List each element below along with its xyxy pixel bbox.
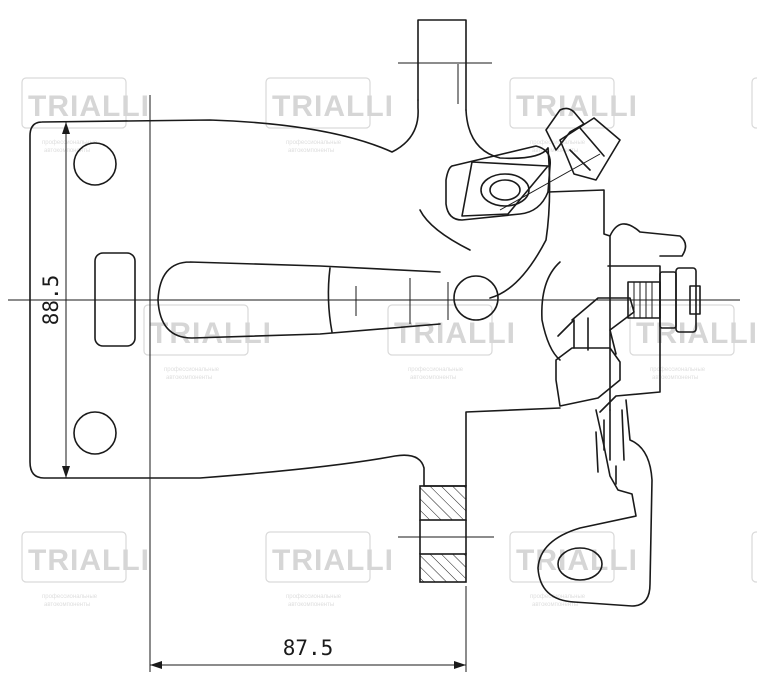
height-dimension-label: 88.5	[39, 275, 63, 326]
watermark-logo: TRIALLI профессиональные автокомпоненты	[21, 531, 150, 608]
handbrake-lever-inner	[609, 409, 625, 485]
slider-arm-inner	[327, 267, 333, 333]
svg-text:TRIALLI: TRIALLI	[272, 544, 394, 577]
lower-mounting-hole	[73, 411, 117, 455]
svg-text:профессиональные: профессиональные	[650, 367, 706, 373]
bleed-wedge	[461, 161, 549, 217]
right-housing-bridge	[599, 265, 661, 413]
adjuster-stud	[689, 285, 701, 315]
lever-clamp	[555, 297, 635, 407]
watermark-logo: TRIALLI профессиональные автокомпоненты	[509, 77, 638, 154]
svg-text:профессиональные: профессиональные	[164, 367, 220, 373]
rectangular-slot	[94, 252, 136, 347]
svg-text:автокомпоненты: автокомпоненты	[166, 375, 212, 381]
svg-text:автокомпоненты: автокомпоненты	[652, 375, 698, 381]
bleed-axis	[499, 153, 601, 211]
svg-text:профессиональные: профессиональные	[530, 594, 586, 600]
svg-text:TRIALLI: TRIALLI	[28, 90, 150, 123]
bleed-port-outer	[480, 173, 530, 207]
svg-text:профессиональные: профессиональные	[42, 140, 98, 146]
right-housing	[547, 189, 687, 411]
inner-lower-curve	[541, 261, 561, 361]
bleed-nipple	[545, 107, 585, 151]
watermark-logo: TRIALLI профессиональные автокомпоненты	[21, 77, 150, 154]
height-arrow-top	[62, 122, 70, 134]
svg-text:автокомпоненты: автокомпоненты	[288, 148, 334, 154]
watermark-logo: TRIALLI	[751, 77, 757, 129]
height-dimension: 88.5	[39, 122, 70, 478]
height-arrow-bottom	[62, 466, 70, 478]
width-arrow-left	[150, 661, 162, 669]
svg-text:автокомпоненты: автокомпоненты	[532, 148, 578, 154]
watermark-logo: TRIALLI профессиональные автокомпоненты	[509, 531, 638, 608]
watermark-logo: TRIALLI	[751, 531, 757, 583]
watermark-layer: TRIALLI профессиональные автокомпоненты …	[21, 77, 757, 608]
watermark-logo: TRIALLI профессиональные автокомпоненты	[143, 304, 272, 381]
svg-text:профессиональные: профессиональные	[42, 594, 98, 600]
bleed-bracket	[445, 145, 552, 221]
lower-boss-section-top	[419, 485, 467, 521]
lower-boss-section-bottom	[419, 553, 467, 583]
svg-text:профессиональные: профессиональные	[530, 140, 586, 146]
piston-pin	[453, 275, 499, 321]
watermark-logo: TRIALLI профессиональные автокомпоненты	[265, 77, 394, 154]
watermark-logo: TRIALLI профессиональные автокомпоненты	[387, 304, 516, 381]
lever-cable-hole	[557, 547, 603, 581]
svg-text:автокомпоненты: автокомпоненты	[44, 602, 90, 608]
svg-text:TRIALLI: TRIALLI	[28, 544, 150, 577]
watermark-logo: TRIALLI профессиональные автокомпоненты	[265, 531, 394, 608]
width-arrow-right	[454, 661, 466, 669]
svg-text:TRIALLI: TRIALLI	[150, 317, 272, 350]
svg-text:автокомпоненты: автокомпоненты	[410, 375, 456, 381]
svg-text:автокомпоненты: автокомпоненты	[44, 148, 90, 154]
svg-text:профессиональные: профессиональные	[408, 367, 464, 373]
svg-text:TRIALLI: TRIALLI	[516, 544, 638, 577]
svg-text:автокомпоненты: автокомпоненты	[532, 602, 578, 608]
svg-text:TRIALLI: TRIALLI	[516, 90, 638, 123]
lever-clamp-inner	[557, 317, 589, 351]
inner-web-curve	[419, 209, 471, 251]
bleed-nut-flats	[569, 127, 605, 171]
width-dimension-label: 87.5	[283, 636, 334, 660]
inner-web-right	[489, 147, 551, 299]
bleed-port-inner	[489, 179, 521, 201]
svg-text:профессиональные: профессиональные	[286, 140, 342, 146]
width-dimension: 87.5	[150, 586, 467, 672]
handbrake-lever-plate	[595, 419, 605, 473]
svg-text:профессиональные: профессиональные	[286, 594, 342, 600]
adjuster-bolt-shank	[627, 281, 661, 319]
watermark-logo: TRIALLI профессиональные автокомпоненты	[629, 304, 757, 381]
bleed-nut	[559, 117, 621, 181]
svg-text:TRIALLI: TRIALLI	[394, 317, 516, 350]
caliper-body-outline	[29, 99, 561, 487]
top-mount-boss	[417, 19, 467, 111]
upper-mounting-hole	[73, 142, 117, 186]
svg-text:TRIALLI: TRIALLI	[272, 90, 394, 123]
slider-arm	[157, 261, 441, 339]
handbrake-lever	[537, 399, 653, 607]
svg-text:автокомпоненты: автокомпоненты	[288, 602, 334, 608]
